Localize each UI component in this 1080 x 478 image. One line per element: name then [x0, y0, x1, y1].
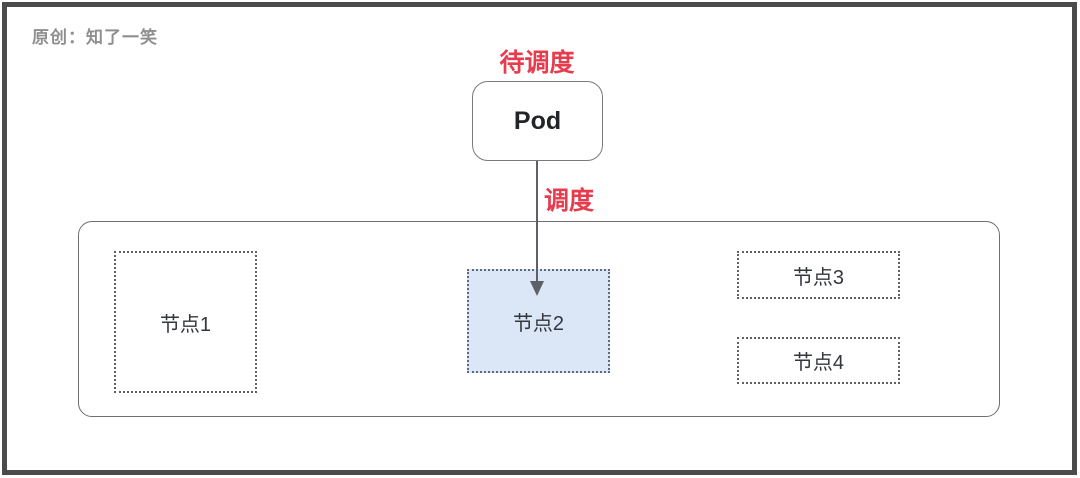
- node-box-4: 节点4: [737, 337, 900, 384]
- node-box-3: 节点3: [737, 251, 900, 299]
- pod-label: Pod: [513, 106, 562, 135]
- schedule-action-label: 调度: [544, 187, 595, 215]
- pending-schedule-label: 待调度: [499, 49, 575, 77]
- schedule-arrow-head-icon: [530, 281, 544, 296]
- node-box-1: 节点1: [114, 251, 257, 393]
- schedule-arrow-line: [536, 161, 538, 283]
- attribution-text: 原创：知了一笑: [32, 28, 158, 47]
- pod-box: Pod: [472, 81, 603, 161]
